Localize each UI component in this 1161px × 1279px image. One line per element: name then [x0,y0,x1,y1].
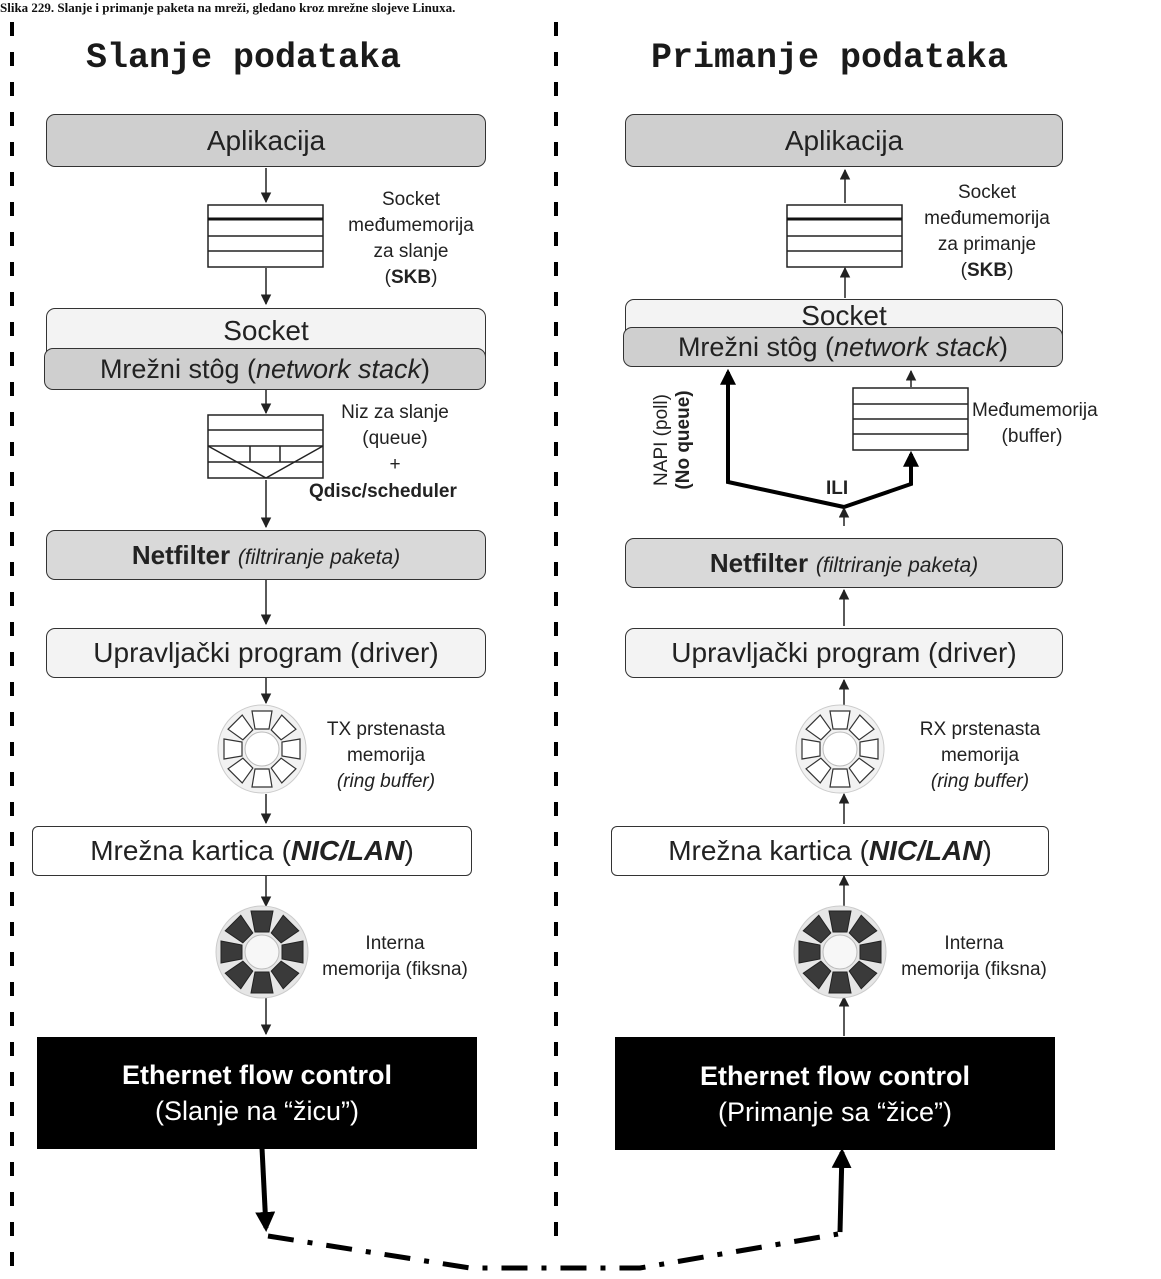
recv-skb-buffer [786,204,903,268]
recv-internal-memory [793,905,887,999]
send-skb-line1: Socket [381,189,441,210]
send-skb-label: Socket međumemorija za slanje (SKB) [346,187,476,291]
recv-netfilter-label: Netfilter (filtriranje paketa) [709,548,979,578]
recv-ethernet-sub: (Primanje sa “žice”) [717,1096,953,1127]
recv-ring-label: RX prstenasta memorija (ring buffer) [910,717,1050,795]
recv-netfilter-box: Netfilter (filtriranje paketa) [625,538,1063,588]
recv-stack-box: Mrežni stôg (network stack) [623,327,1063,367]
recv-buffer-thick-arrow [843,450,919,509]
figure-caption: Slika 229. Slanje i primanje paketa na m… [0,0,456,15]
recv-app-label: Aplikacija [784,124,904,156]
recv-socket-label: Socket [801,300,887,331]
send-app-box: Aplikacija [46,114,486,167]
send-ring-label: TX prstenasta memorija (ring buffer) [316,717,456,795]
recv-skb-line2: međumemorija [924,208,1050,229]
recv-skb-line3: za primanje [937,234,1037,255]
send-wire-arrow [255,1147,276,1232]
send-driver-box: Upravljački program (driver) [46,628,486,678]
recv-internal-line2: memorija (fiksna) [901,959,1047,980]
send-nic-label: Mrežna kartica (NIC/LAN) [90,835,414,866]
recv-ili-label: ILI [826,478,849,499]
send-driver-label: Upravljački program (driver) [93,637,439,668]
send-queue-line1: Niz za slanje [341,402,449,423]
send-netfilter-label: Netfilter (filtriranje paketa) [131,540,401,570]
send-ring-line3: (ring buffer) [336,771,436,792]
recv-internal-line1: Interna [944,933,1004,954]
send-skb-line2: međumemorija [348,215,474,236]
recv-napi-label: NAPI (poll) (No queue) [651,370,695,510]
send-ethernet-box: Ethernet flow control (Slanje na “žicu”) [37,1037,477,1149]
recv-driver-box: Upravljački program (driver) [625,628,1063,678]
recv-ring-line1: RX prstenasta [919,719,1041,740]
recv-ethernet-box: Ethernet flow control (Primanje sa “žice… [615,1037,1055,1150]
recv-napi-thick-arrow [720,368,845,509]
send-internal-line1: Interna [365,933,425,954]
recv-app-box: Aplikacija [625,114,1063,167]
send-app-label: Aplikacija [206,124,326,156]
send-skb-bold: SKB [390,267,432,288]
recv-ring-line2: memorija [940,745,1020,766]
recv-skb-line4: (SKB) [960,260,1014,281]
recv-wire-arrow [831,1148,852,1233]
send-queue-line2: (queue) [362,428,428,449]
recv-napi-line2: (No queue) [673,390,694,490]
send-internal-memory [215,905,309,999]
send-skb-buffer [207,204,324,268]
send-queue-line3: + [389,454,401,475]
send-ethernet-title: Ethernet flow control [122,1060,392,1090]
send-ethernet-sub: (Slanje na “žicu”) [154,1096,360,1126]
send-internal-line2: memorija (fiksna) [322,959,468,980]
recv-buffer [852,387,969,451]
send-skb-line4: (SKB) [384,267,438,288]
recv-title: Primanje podataka [651,38,1009,78]
recv-internal-label: Interna memorija (fiksna) [884,931,1064,983]
send-qdisc-label: Qdisc/scheduler [309,481,457,502]
recv-driver-label: Upravljački program (driver) [671,637,1017,668]
send-ring-line1: TX prstenasta [326,719,446,740]
send-ring-line2: memorija [346,745,426,766]
send-nic-box: Mrežna kartica (NIC/LAN) [32,826,472,876]
send-netfilter-box: Netfilter (filtriranje paketa) [46,530,486,580]
send-queue-label: Niz za slanje (queue) + [330,400,460,478]
recv-nic-label: Mrežna kartica (NIC/LAN) [668,835,992,866]
recv-ring-line3: (ring buffer) [930,771,1030,792]
send-internal-label: Interna memorija (fiksna) [305,931,485,983]
recv-rx-ring [795,704,885,794]
send-stack-label: Mrežni stôg (network stack) [99,353,431,384]
wire-dash-dot-link [267,1231,839,1271]
send-queue-qdisc [207,414,324,479]
recv-napi-line1: NAPI (poll) [651,394,672,486]
recv-buffer-line1: Međumemorija [972,400,1098,421]
recv-skb-label: Socket međumemorija za primanje (SKB) [922,180,1052,284]
send-socket-label: Socket [223,315,309,346]
recv-skb-bold: SKB [966,260,1008,281]
send-tx-ring [217,704,307,794]
recv-ethernet-title: Ethernet flow control [700,1060,970,1091]
recv-skb-line1: Socket [957,182,1017,203]
recv-stack-label: Mrežni stôg (network stack) [677,331,1009,362]
recv-buffer-label: Međumemorija (buffer) [972,398,1098,450]
recv-nic-box: Mrežna kartica (NIC/LAN) [611,826,1049,876]
send-stack-box: Mrežni stôg (network stack) [44,348,486,390]
recv-buffer-line2: (buffer) [1001,426,1063,447]
send-title: Slanje podataka [86,38,402,78]
send-skb-line3: za slanje [373,241,449,262]
